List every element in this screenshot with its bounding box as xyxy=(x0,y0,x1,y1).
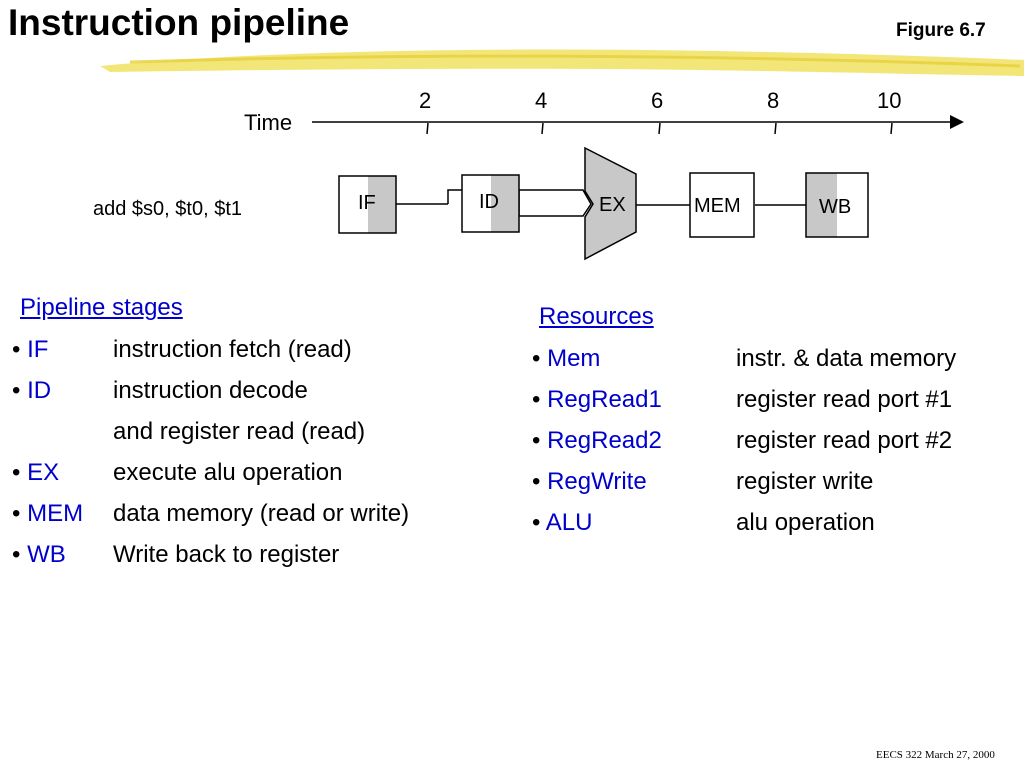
tick-label-4: 4 xyxy=(535,88,547,113)
list-item: • EX execute alu operation xyxy=(12,459,343,486)
pipeline-diagram: Time 2 4 6 8 10 add $s0, $t0, $t1 IF ID … xyxy=(93,49,1024,261)
stage-desc: data memory (read or write) xyxy=(113,500,410,527)
instruction-label: add $s0, $t0, $t1 xyxy=(93,198,242,220)
resource-desc: register write xyxy=(736,468,874,495)
tick-label-2: 2 xyxy=(419,88,431,113)
list-item: • Mem instr. & data memory xyxy=(532,345,957,372)
time-label: Time xyxy=(244,110,292,135)
resource-desc: register read port #1 xyxy=(736,386,953,413)
list-item: • WB Write back to register xyxy=(12,541,340,568)
list-item: • ID instruction decode xyxy=(12,377,308,404)
resources-heading: Resources xyxy=(539,303,654,330)
stage-desc: and register read (read) xyxy=(113,418,366,445)
stage-if: IF xyxy=(338,175,397,234)
page-title: Instruction pipeline xyxy=(8,2,350,43)
stage-desc: execute alu operation xyxy=(113,459,343,486)
list-item: • RegWrite register write xyxy=(532,468,874,495)
stage-term: EX xyxy=(27,459,60,486)
resource-term: RegRead2 xyxy=(547,427,662,454)
connector-id-bracket xyxy=(447,189,462,204)
title-underline-banner-stroke xyxy=(129,54,1021,68)
list-item: • ALU alu operation xyxy=(532,509,875,536)
resource-desc: register read port #2 xyxy=(736,427,953,454)
stage-mem: MEM xyxy=(689,172,755,238)
tick-label-8: 8 xyxy=(767,88,779,113)
tick-mark-2 xyxy=(426,122,429,135)
connector-id-ex-bus xyxy=(518,189,592,217)
resource-term: Mem xyxy=(547,345,601,372)
tick-label-10: 10 xyxy=(877,88,901,113)
footer-text: EECS 322 March 27, 2000 xyxy=(876,749,995,761)
pipeline-stages-heading: Pipeline stages xyxy=(20,294,183,321)
stage-desc: instruction fetch (read) xyxy=(113,336,352,363)
stage-term: MEM xyxy=(27,500,84,527)
stage-term: ID xyxy=(27,377,52,404)
stage-if-label: IF xyxy=(358,192,376,214)
stage-ex: EX xyxy=(584,146,637,261)
stage-wb-label: WB xyxy=(819,196,851,218)
tick-mark-4 xyxy=(541,122,544,135)
time-axis-arrowhead xyxy=(950,115,964,129)
list-item: • RegRead2 register read port #2 xyxy=(532,427,953,454)
list-item: • IF instruction fetch (read) xyxy=(12,336,352,363)
resource-term: RegWrite xyxy=(547,468,647,495)
tick-label-6: 6 xyxy=(651,88,663,113)
stage-term: WB xyxy=(27,541,66,568)
tick-mark-6 xyxy=(658,122,661,135)
list-item: • MEM data memory (read or write) xyxy=(12,500,410,527)
list-item: • RegRead1 register read port #1 xyxy=(532,386,953,413)
resource-term: ALU xyxy=(545,509,593,536)
stage-mem-label: MEM xyxy=(694,195,741,217)
resource-desc: instr. & data memory xyxy=(736,345,957,372)
stage-id: ID xyxy=(461,174,520,233)
stage-id-label: ID xyxy=(479,191,499,213)
resource-term: RegRead1 xyxy=(547,386,662,413)
stage-ex-label: EX xyxy=(599,194,626,216)
resource-desc: alu operation xyxy=(736,509,875,536)
stage-term: IF xyxy=(27,336,49,363)
stage-desc: Write back to register xyxy=(113,541,340,568)
stage-wb: WB xyxy=(805,172,869,238)
figure-label: Figure 6.7 xyxy=(896,20,986,41)
tick-mark-10 xyxy=(890,122,893,135)
tick-mark-8 xyxy=(774,122,777,135)
stage-desc: instruction decode xyxy=(113,377,308,404)
